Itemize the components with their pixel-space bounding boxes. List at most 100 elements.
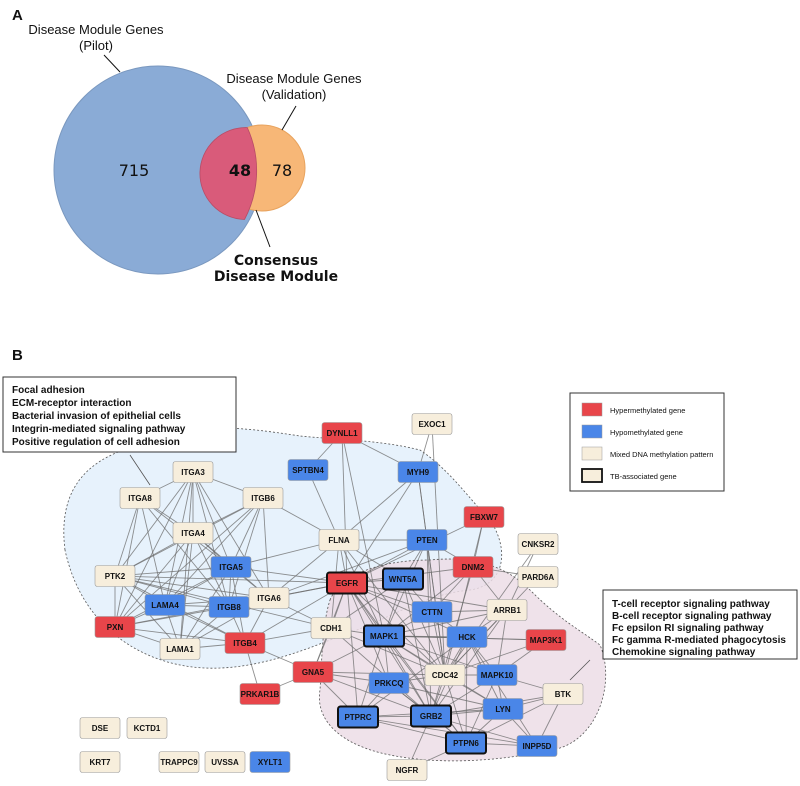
gene-node-box [239,683,281,705]
gene-node-label: ITGA6 [257,594,281,603]
gene-node-pxn: PXN [94,616,136,638]
legend-tb-label: TB-associated gene [610,472,677,481]
edge-pten-grb2 [426,539,432,717]
gene-node-box [517,566,559,588]
gene-node-label: EGFR [336,579,358,588]
adhesion-pathway-1: Focal adhesion [12,385,85,396]
gene-node-box [210,556,252,578]
gene-node-box [144,594,186,616]
gene-node-label: SPTBN4 [292,466,324,475]
gene-node-prkar1b: PRKAR1B [239,683,281,705]
gene-node-box [292,661,334,683]
gene-node-itgb8: ITGB8 [208,596,250,618]
consensus-title-line1: Consensus [234,253,318,269]
gene-node-label: ITGB4 [233,639,257,648]
gene-node-label: WNT5A [389,575,418,584]
gene-node-ngfr: NGFR [386,759,428,781]
gene-node-box [397,461,439,483]
pilot-title-line2: (Pilot) [79,38,113,53]
venn-diagram: Disease Module Genes (Pilot) Disease Mod… [28,22,362,285]
adhesion-pathway-5: Positive regulation of cell adhesion [12,437,180,448]
legend-mixed-label: Mixed DNA methylation pattern [610,450,713,459]
edge-hck-ptpn6 [465,636,468,744]
edge-wnt5a-cdc42 [402,578,446,676]
gene-node-box [446,626,488,648]
gene-node-wnt5a: WNT5A [382,567,424,591]
gene-node-box [310,617,352,639]
gene-node-box [326,571,368,595]
gene-node-box [386,759,428,781]
gene-node-gna5: GNA5 [292,661,334,683]
gene-node-kctd1: KCTD1 [126,717,168,739]
edge-itga3-itga5 [192,471,232,568]
gene-node-label: INPP5D [523,742,552,751]
legend-tb-swatch [581,468,603,483]
gene-node-trappc9: TRAPPC9 [158,751,200,773]
gene-node-label: EXOC1 [418,420,446,429]
gene-node-box [224,632,266,654]
gene-node-box [172,522,214,544]
gene-node-box [486,599,528,621]
gene-node-label: LYN [495,705,510,714]
edge-arrb1-mapk10 [496,609,508,676]
gene-node-box [463,506,505,528]
gene-node-label: FBXW7 [470,513,499,522]
edge-egfr-ptprc [346,582,359,718]
gene-node-label: ITGB8 [217,603,241,612]
gene-node-exoc1: EXOC1 [411,413,453,435]
adhesion-pathway-4: Integrin-mediated signaling pathway [12,424,186,435]
gene-node-pten: PTEN [406,529,448,551]
gene-node-label: LAMA4 [151,601,179,610]
edge-itga3-pxn [114,471,194,628]
edge-itga8-ptk2 [114,497,141,577]
gene-node-arrb1: ARRB1 [486,599,528,621]
gene-node-ptk2: PTK2 [94,565,136,587]
gene-node-box [242,487,284,509]
gene-node-cdh1: CDH1 [310,617,352,639]
gene-node-box [79,717,121,739]
gene-node-label: PXN [107,623,124,632]
validation-only-count: 78 [272,161,292,180]
gene-node-label: TRAPPC9 [160,758,198,767]
gene-node-ptprc: PTPRC [337,705,379,729]
gene-node-label: MAPK10 [481,671,514,680]
gene-node-label: DSE [92,724,109,733]
gene-node-label: FLNA [328,536,350,545]
gene-node-box [204,751,246,773]
gene-node-label: ITGA8 [128,494,152,503]
gene-node-cttn: CTTN [411,601,453,623]
edge-mapk1-ptpn6 [383,635,467,744]
gene-node-box [159,638,201,660]
gene-node-label: XYLT1 [258,758,283,767]
edge-egfr-grb2 [346,582,432,717]
gene-node-box [321,422,363,444]
gene-node-label: HCK [458,633,476,642]
gene-node-label: GNA5 [302,668,325,677]
gene-node-label: ITGA4 [181,529,205,538]
edge-itga5-lama1 [179,566,232,650]
gene-node-box [368,672,410,694]
immune-pathway-3: Fc epsilon RI signaling pathway [612,623,764,634]
gene-node-map3k1: MAP3K1 [525,629,567,651]
edge-itgb6-itga5 [230,497,264,568]
gene-node-btk: BTK [542,683,584,705]
gene-node-itga5: ITGA5 [210,556,252,578]
edge-itga8-pxn [114,497,141,628]
right-callout-line [569,659,591,681]
gene-node-box [410,704,452,728]
gene-node-label: ITGA5 [219,563,243,572]
gene-node-box [318,529,360,551]
gene-node-box [445,731,487,755]
edge-itga3-itga6 [192,471,270,599]
gene-node-box [406,529,448,551]
edge-itga4-lama1 [179,532,194,650]
gene-node-box [363,624,405,648]
validation-leader-line [281,105,297,131]
gene-node-label: DNM2 [462,563,485,572]
gene-node-lyn: LYN [482,698,524,720]
gene-node-itga6: ITGA6 [248,587,290,609]
gene-node-box [525,629,567,651]
edge-itga8-itgb8 [139,497,230,608]
gene-node-label: CTTN [421,608,443,617]
edge-egfr-arrb1 [346,582,508,611]
